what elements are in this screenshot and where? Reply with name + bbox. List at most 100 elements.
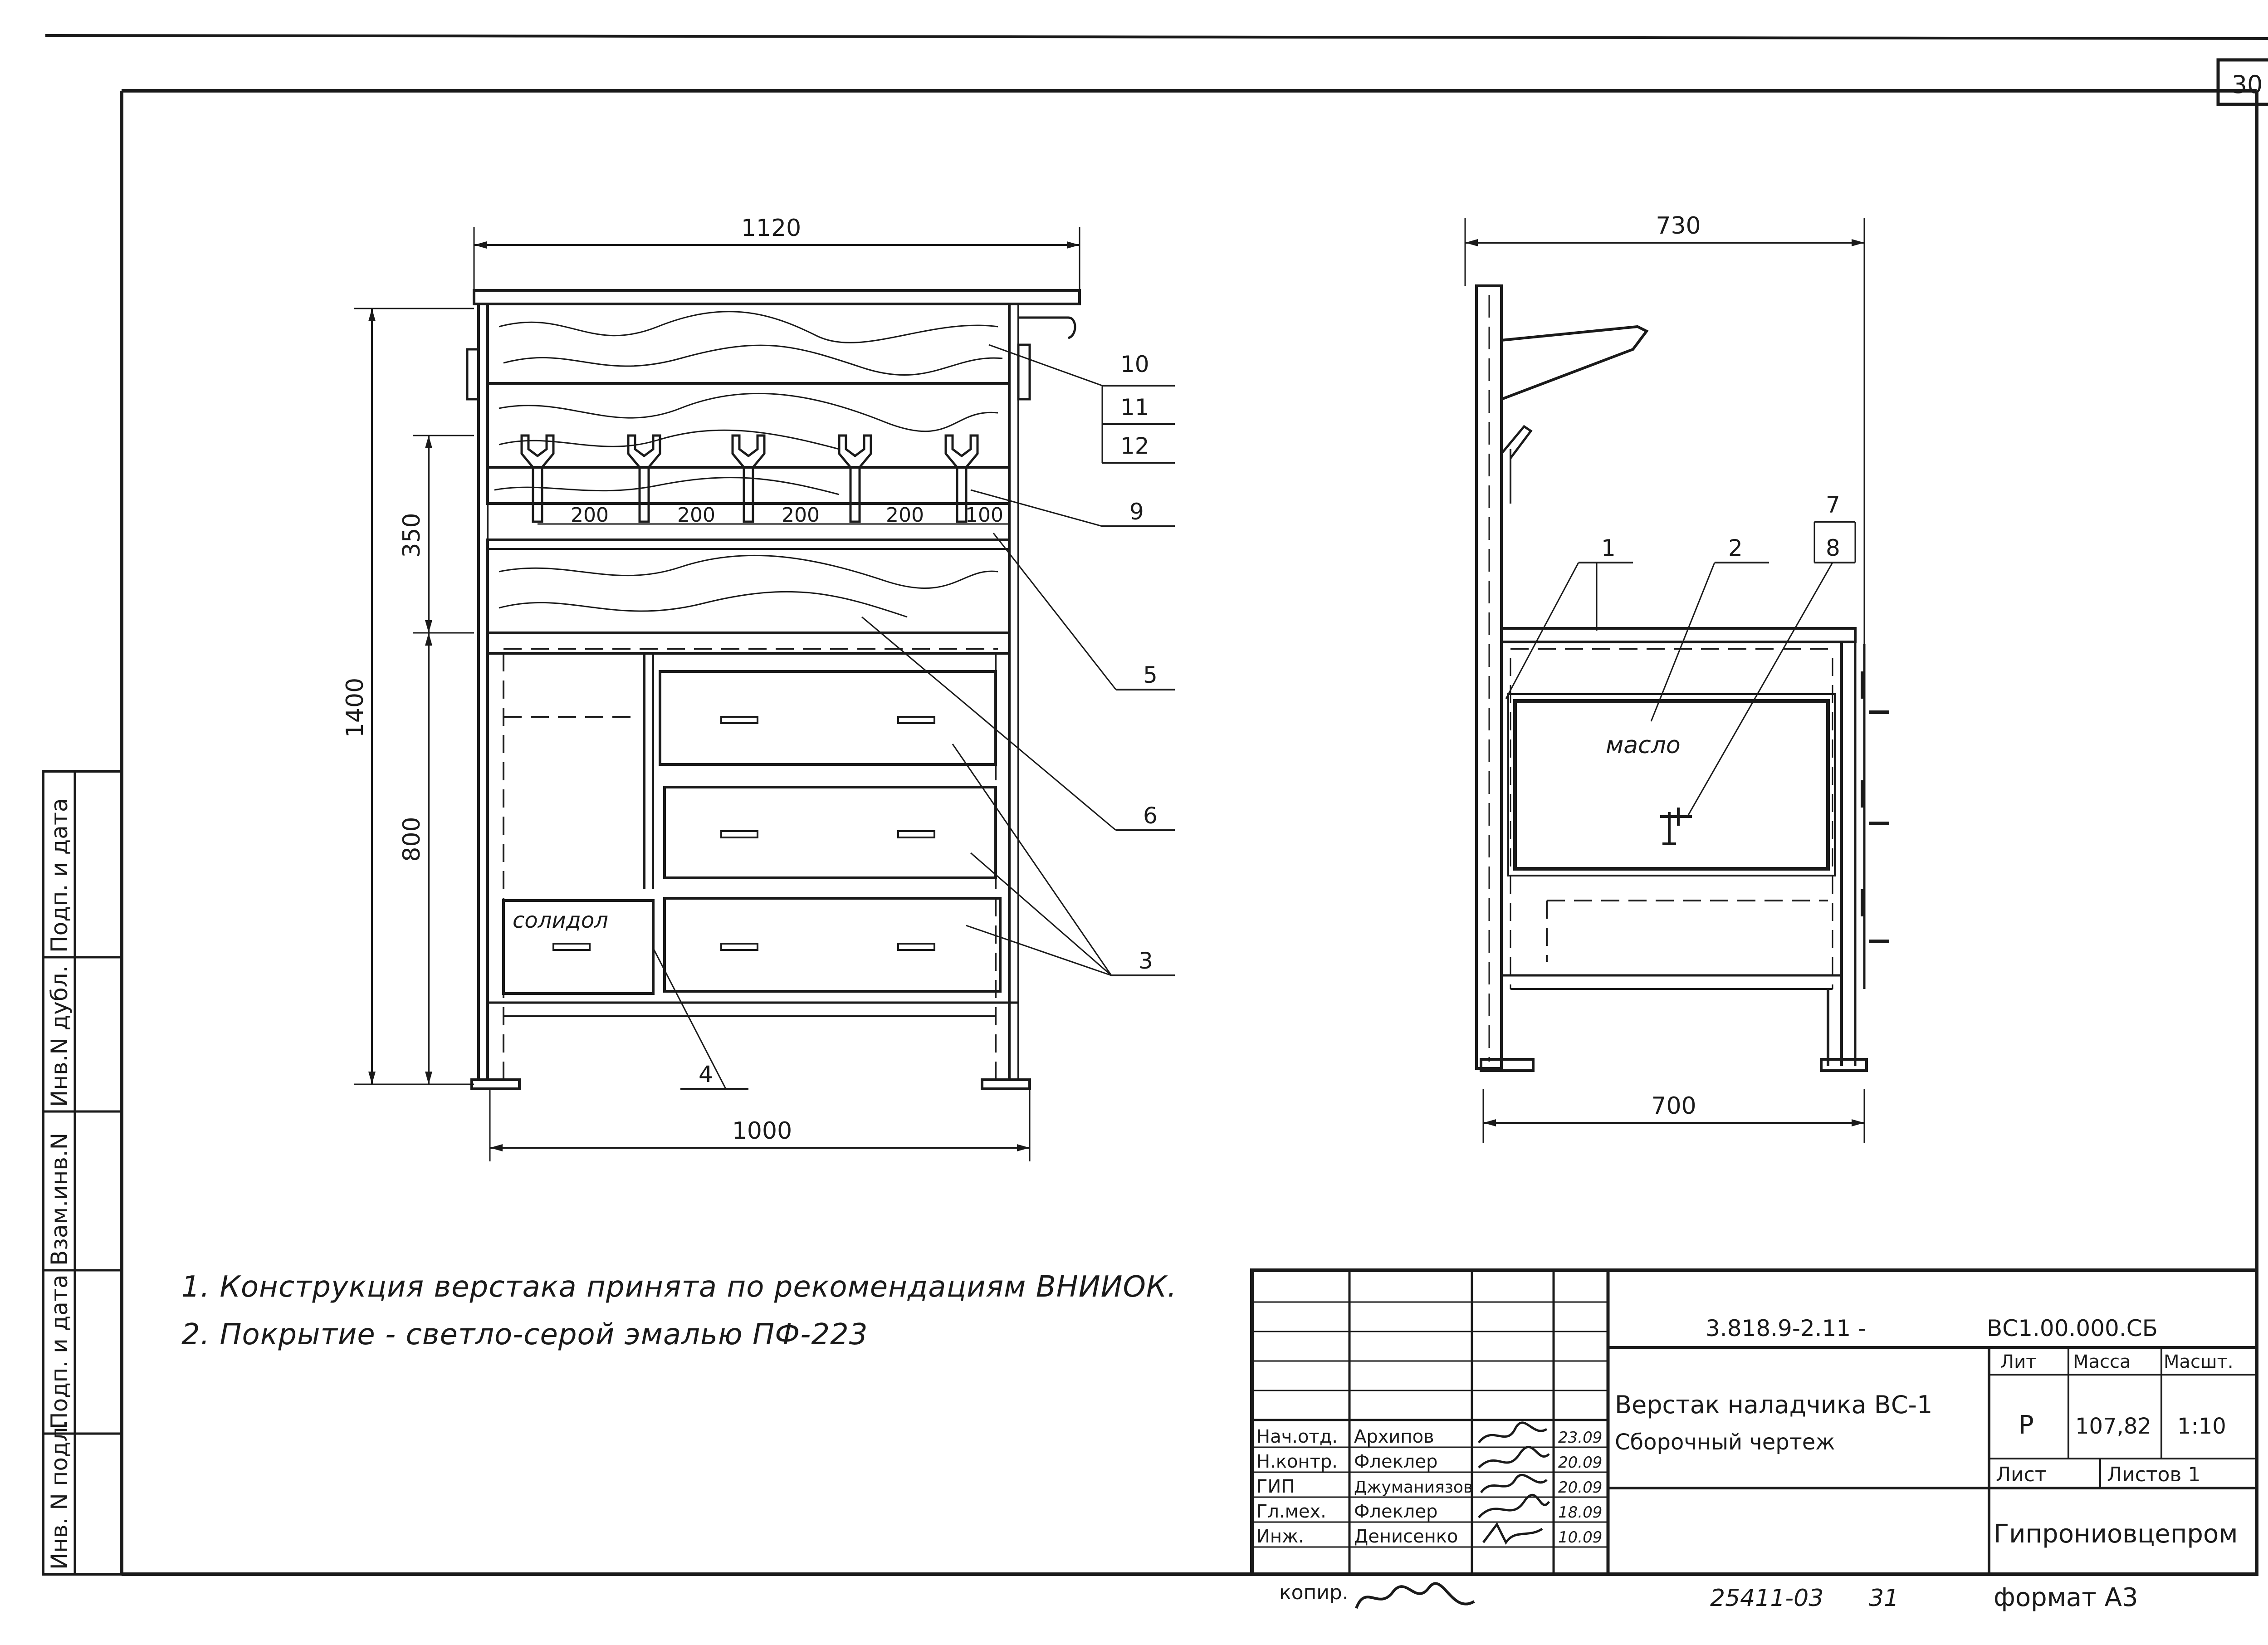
sig-role-3: ГИП — [1256, 1476, 1295, 1497]
callout-5: 5 — [1143, 662, 1158, 688]
dim-base-depth: 700 — [1651, 1092, 1696, 1120]
sig-name-2: Флеклер — [1354, 1451, 1437, 1472]
side-callout-7: 7 — [1826, 492, 1840, 518]
foot-right — [981, 1078, 1031, 1090]
callout-12: 12 — [1120, 433, 1149, 459]
tb-sheet-label: Лист — [1996, 1463, 2047, 1486]
callout-11: 11 — [1120, 394, 1149, 421]
sig-role-5: Инж. — [1256, 1526, 1304, 1547]
archive-number: 25411-03 — [1710, 1585, 1823, 1612]
dim-top-depth: 730 — [1656, 212, 1701, 240]
callout-10: 10 — [1120, 351, 1149, 377]
wrench-hooks — [520, 434, 979, 523]
side-foot-front — [1820, 1058, 1868, 1072]
copy-signature — [1355, 1582, 1475, 1609]
stamp-inv-podl: Инв. N подл. — [46, 1420, 73, 1570]
signature-scribble-3 — [1480, 1474, 1548, 1493]
front-view: солидол 1120 1000 1400 350 800 200 200 2… — [342, 215, 1175, 1161]
dim-hook-spacing-2: 200 — [677, 504, 715, 527]
stamp-podp-data-2: Подп. и дата — [46, 798, 73, 953]
format-label: формат А3 — [1994, 1583, 2138, 1612]
back-panel-upper — [486, 303, 1011, 385]
side-callout-8: 8 — [1826, 535, 1840, 561]
signature-rows: Нач.отд. Архипов 23.09 Н.контр. Флеклер … — [1256, 1421, 1602, 1547]
signature-scribble-2 — [1478, 1446, 1550, 1469]
drawing-frame — [120, 89, 2258, 1576]
side-shelf-bracket — [1500, 325, 1649, 401]
tb-title-line1: Верстак наладчика ВС-1 — [1615, 1390, 1932, 1419]
dim-top-width: 1120 — [741, 215, 801, 242]
note-1: 1. Конструкция верстака принята по реком… — [181, 1270, 1177, 1304]
title-block — [1250, 1268, 2258, 1576]
stamp-podp-data-1: Подп. и дата — [46, 1274, 73, 1429]
callout-4: 4 — [699, 1061, 713, 1087]
tb-sheets-label: Листов 1 — [2107, 1463, 2200, 1486]
sig-date-1: 23.09 — [1558, 1429, 1602, 1447]
sheet-number-box: 30 — [2216, 58, 2268, 106]
callout-3: 3 — [1139, 948, 1153, 974]
stamp-inv-dubl: Инв.N дубл. — [46, 965, 73, 1107]
foot-left — [470, 1078, 521, 1090]
callout-9: 9 — [1129, 499, 1144, 525]
tb-scale-value: 1:10 — [2177, 1414, 2226, 1439]
front-callouts: 10 11 12 9 5 6 3 4 — [652, 344, 1175, 1090]
drawer-grease-label: солидол — [513, 908, 608, 933]
tb-mass-value: 107,82 — [2075, 1414, 2151, 1439]
oil-tap — [1660, 808, 1692, 845]
tb-title-line2: Сборочный чертеж — [1615, 1430, 1835, 1455]
dim-table-height: 800 — [398, 817, 425, 862]
back-panel-lower — [486, 539, 1011, 634]
tb-designation: 3.818.9-2.11 - — [1706, 1315, 1866, 1341]
tb-lit-value: Р — [2019, 1410, 2034, 1440]
side-worktop — [1500, 627, 1857, 643]
sig-date-4: 18.09 — [1558, 1503, 1602, 1522]
callout-6: 6 — [1143, 803, 1158, 829]
sig-date-5: 10.09 — [1558, 1528, 1602, 1547]
dim-hook-spacing-4: 200 — [886, 504, 924, 527]
copy-label: копир. — [1279, 1581, 1349, 1604]
tb-col-scale: Масшт. — [2164, 1351, 2234, 1372]
sig-name-4: Флеклер — [1354, 1501, 1437, 1522]
sig-date-3: 20.09 — [1558, 1479, 1602, 1497]
side-callout-2: 2 — [1728, 535, 1743, 561]
drawer-3 — [663, 897, 1002, 993]
side-stamp-strip: Инв. N подл. Подп. и дата Взам.инв.N Инв… — [42, 770, 123, 1576]
top-shelf-board — [473, 289, 1081, 305]
dim-base-width: 1000 — [732, 1117, 792, 1145]
side-view: масло 730 700 1 — [1464, 212, 1889, 1143]
worktop — [486, 632, 1011, 655]
tb-organization: Гипрониовцепром — [1994, 1519, 2238, 1549]
sig-date-2: 20.09 — [1558, 1454, 1602, 1472]
side-callout-1: 1 — [1601, 535, 1616, 561]
sig-role-2: Н.контр. — [1256, 1451, 1338, 1472]
oil-tank — [1513, 699, 1830, 871]
side-foot-back — [1480, 1058, 1535, 1072]
stamp-vzam-inv: Взам.инв.N — [46, 1133, 73, 1266]
sig-name-1: Архипов — [1354, 1426, 1434, 1447]
side-callouts: 1 2 7 8 — [1505, 492, 1856, 817]
dim-hook-spacing-3: 200 — [782, 504, 820, 527]
sig-name-5: Денисенко — [1354, 1526, 1458, 1547]
sig-role-4: Гл.мех. — [1256, 1501, 1326, 1522]
tool-rail — [486, 466, 1011, 505]
signature-scribble-1 — [1478, 1421, 1548, 1444]
dim-hook-spacing-1: 200 — [571, 504, 609, 527]
drawer-2 — [663, 786, 997, 879]
dim-total-height: 1400 — [342, 678, 369, 738]
top-trim-line — [45, 34, 2268, 40]
drawer-1 — [659, 670, 997, 766]
drawer-grease: солидол — [502, 899, 655, 995]
dim-hook-spacing-5: 100 — [965, 504, 1003, 527]
tb-col-mass: Масса — [2073, 1351, 2131, 1372]
signature-scribble-4 — [1478, 1493, 1550, 1518]
sig-role-1: Нач.отд. — [1256, 1426, 1338, 1447]
tb-code: ВС1.00.000.СБ — [1987, 1315, 2158, 1341]
oil-tank-label: масло — [1606, 732, 1681, 759]
signature-scribble-5 — [1482, 1522, 1543, 1545]
dim-shelf-height: 350 — [398, 513, 425, 558]
sig-name-3: Джуманиязов — [1354, 1478, 1473, 1497]
tb-col-lit: Лит — [2000, 1351, 2036, 1372]
note-2: 2. Покрытие - светло-серой эмалью ПФ-223 — [181, 1318, 868, 1351]
archive-page: 31 — [1869, 1585, 1899, 1612]
